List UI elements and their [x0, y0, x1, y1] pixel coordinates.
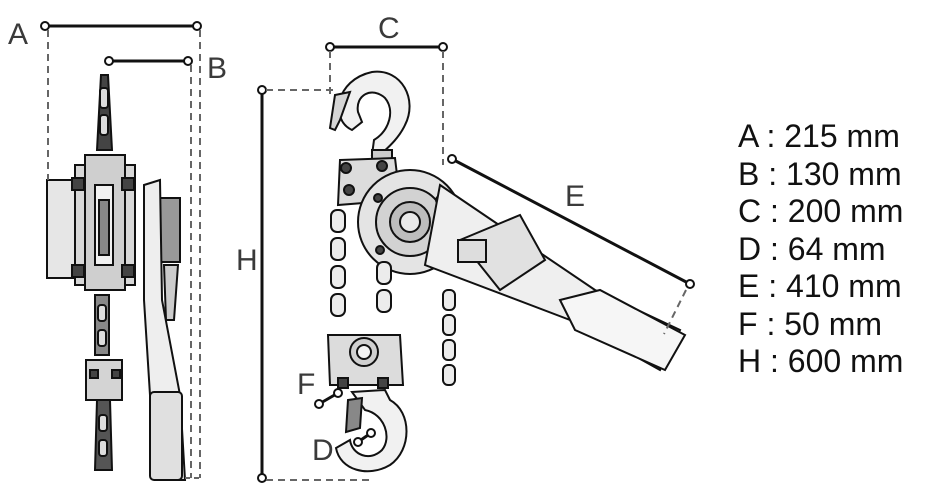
dimension-lines [40, 21, 695, 483]
dimension-e-line [451, 157, 691, 286]
legend-item-f: F : 50 mm [738, 305, 883, 342]
legend-item-b: B : 130 mm [738, 155, 902, 192]
legend-item-c: C : 200 mm [738, 193, 904, 229]
dimension-label-e: E [565, 180, 585, 213]
legend-item-h: H : 600 mm [738, 343, 904, 379]
dimension-label-f: F [297, 368, 315, 401]
legend-item-e: E : 410 mm [738, 268, 902, 304]
hoist-side-view [46, 74, 187, 481]
legend-item-a: A : 215 mm [738, 118, 900, 154]
dimension-label-a: A [8, 18, 28, 51]
dimension-label-b: B [207, 52, 227, 85]
dimension-label-c: C [378, 12, 400, 45]
dimension-legend: A : 215 mm B : 130 mm C : 200 mm D : 64 … [738, 118, 928, 381]
dimension-label-h: H [236, 244, 258, 277]
dimension-label-d: D [312, 434, 334, 467]
dimension-letters: A B C H E F D [8, 12, 585, 467]
legend-item-d: D : 64 mm [738, 230, 886, 267]
hoist-front-view [326, 70, 687, 473]
